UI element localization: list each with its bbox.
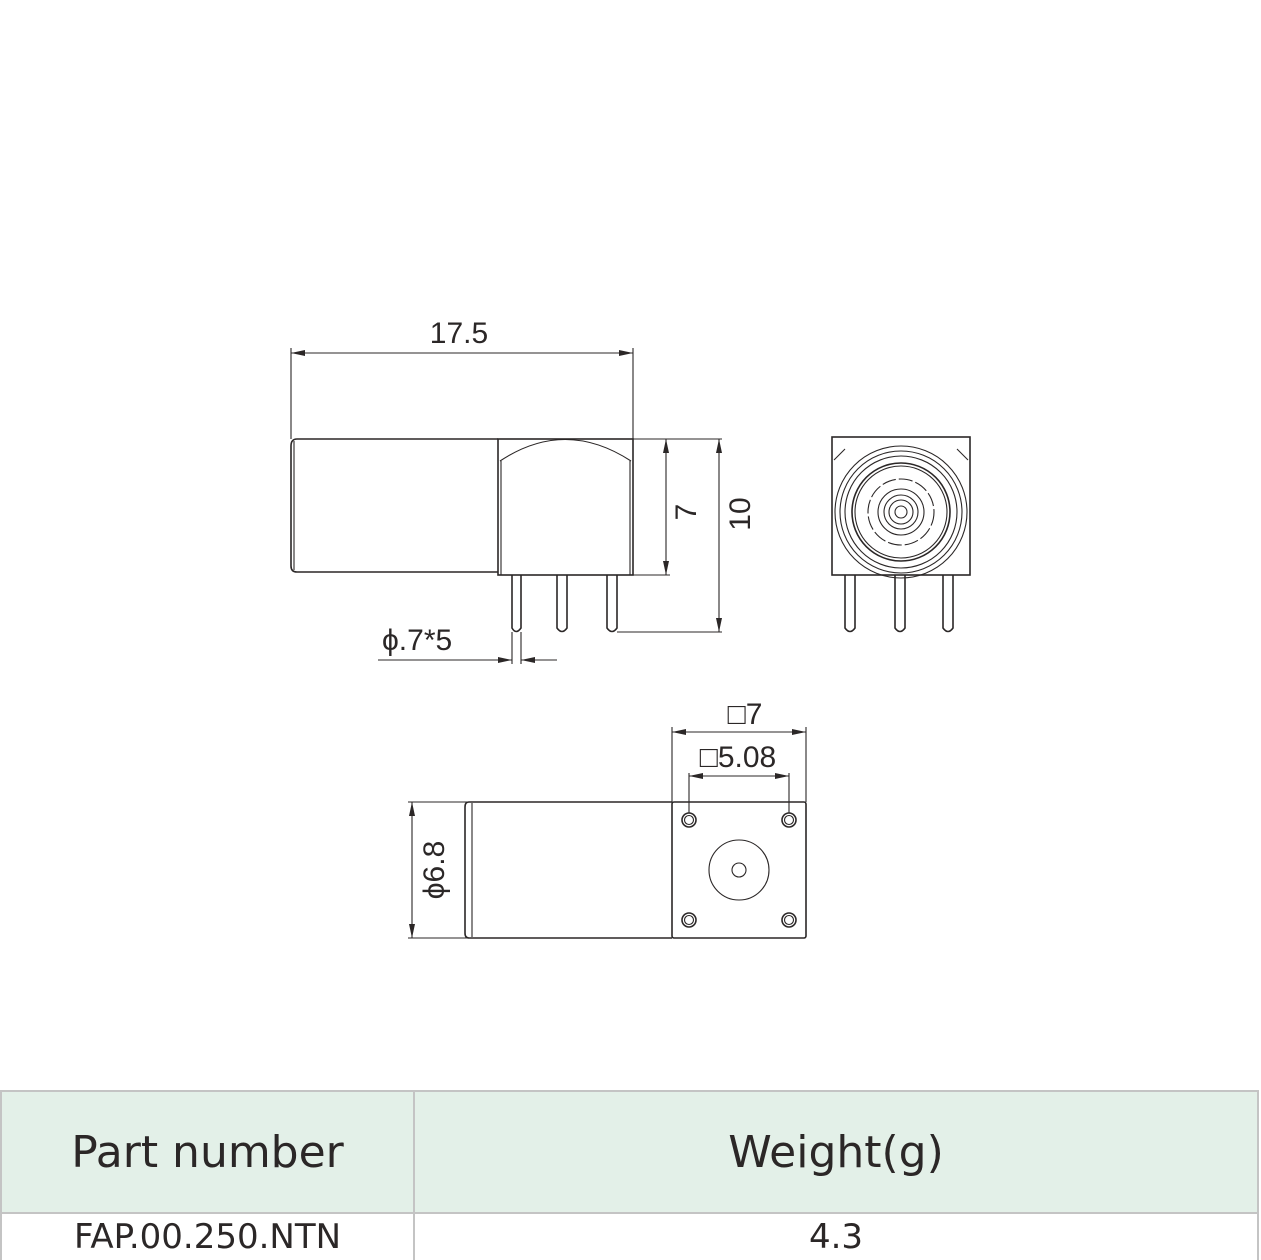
- bottom-view: □7 □5.08 ϕ6.8: [408, 698, 807, 939]
- body-height-dim-label: 7: [670, 504, 703, 521]
- technical-drawing: 17.5 7 10 ϕ.7*5: [290, 317, 971, 939]
- cell-part-number: FAP.00.250.NTN: [0, 1212, 415, 1260]
- front-view: [831, 436, 971, 633]
- table-header-row: Part number Weight(g): [0, 1090, 1259, 1214]
- outer-square-dim-label: □7: [728, 698, 763, 731]
- pin-holes: [681, 812, 797, 928]
- side-view: 17.5 7 10 ϕ.7*5: [290, 317, 757, 664]
- cell-weight: 4.3: [413, 1212, 1259, 1260]
- pin-square-dim-label: □5.08: [700, 741, 777, 774]
- diameter-dim-label: ϕ6.8: [418, 841, 451, 900]
- spec-table: Part number Weight(g) FAP.00.250.NTN 4.3: [0, 1090, 1259, 1260]
- cylinder-outline: [290, 438, 498, 573]
- length-dim-label: 17.5: [430, 317, 488, 350]
- body-outline: [497, 438, 634, 576]
- total-height-dim-label: 10: [724, 497, 757, 530]
- pin-dim-label: ϕ.7*5: [382, 624, 452, 657]
- header-weight: Weight(g): [413, 1090, 1259, 1214]
- header-part-number: Part number: [0, 1090, 415, 1214]
- table-row: FAP.00.250.NTN 4.3: [0, 1212, 1259, 1260]
- pins: [511, 575, 618, 633]
